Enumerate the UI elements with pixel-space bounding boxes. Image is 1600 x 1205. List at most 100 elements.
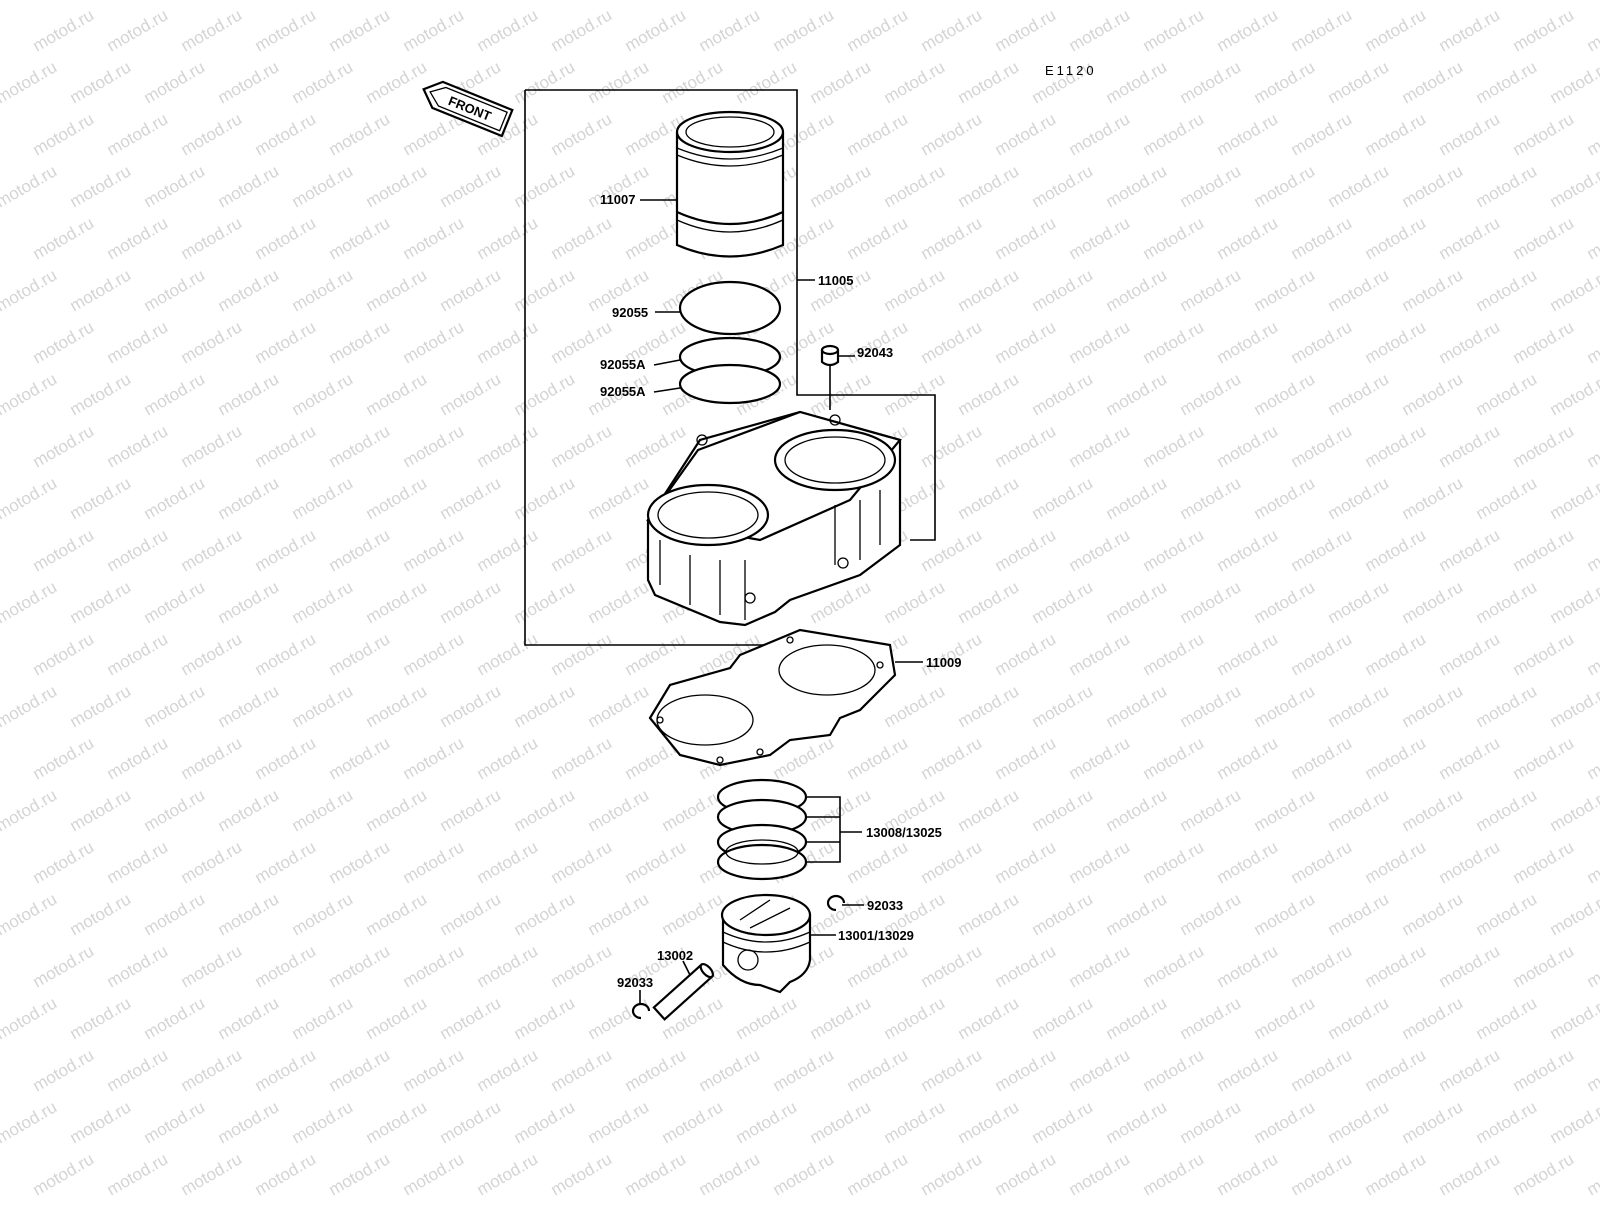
watermark-text: motod.ru <box>30 317 98 367</box>
watermark-text: motod.ru <box>1251 785 1319 835</box>
watermark-text: motod.ru <box>1177 889 1245 939</box>
watermark-text: motod.ru <box>30 1045 98 1095</box>
watermark-text: motod.ru <box>141 57 209 107</box>
watermark-text: motod.ru <box>733 1097 801 1147</box>
watermark-text: motod.ru <box>918 1045 986 1095</box>
watermark-text: motod.ru <box>1510 629 1578 679</box>
label-11005: 11005 <box>818 273 853 288</box>
watermark-text: motod.ru <box>1473 0 1541 3</box>
watermark-text: motod.ru <box>1584 421 1600 471</box>
watermark-text: motod.ru <box>326 317 394 367</box>
watermark-text: motod.ru <box>141 161 209 211</box>
watermark-text: motod.ru <box>1140 5 1208 55</box>
watermark-text: motod.ru <box>1584 1149 1600 1199</box>
watermark-text: motod.ru <box>215 161 283 211</box>
watermark-text: motod.ru <box>1547 577 1600 627</box>
watermark-text: motod.ru <box>881 265 949 315</box>
label-11007: 11007 <box>600 192 635 207</box>
watermark-text: motod.ru <box>511 369 579 419</box>
watermark-text: motod.ru <box>1066 1045 1134 1095</box>
watermark-text: motod.ru <box>326 421 394 471</box>
watermark-text: motod.ru <box>1547 889 1600 939</box>
watermark-text: motod.ru <box>992 733 1060 783</box>
watermark-text: motod.ru <box>1103 265 1171 315</box>
watermark-text: motod.ru <box>0 473 60 523</box>
watermark-text: motod.ru <box>1029 1097 1097 1147</box>
watermark-text: motod.ru <box>1362 1045 1430 1095</box>
watermark-text: motod.ru <box>955 473 1023 523</box>
watermark-text: motod.ru <box>1436 421 1504 471</box>
watermark-text: motod.ru <box>1214 525 1282 575</box>
watermark-text: motod.ru <box>1288 1149 1356 1199</box>
watermark-text: motod.ru <box>1436 1045 1504 1095</box>
piston-13001 <box>722 895 810 992</box>
watermark-text: motod.ru <box>30 733 98 783</box>
watermark-text: motod.ru <box>1066 1149 1134 1199</box>
watermark-text: motod.ru <box>1325 473 1393 523</box>
watermark-text: motod.ru <box>178 629 246 679</box>
watermark-text: motod.ru <box>474 629 542 679</box>
watermark-text: motod.ru <box>733 57 801 107</box>
watermark-text: motod.ru <box>1362 941 1430 991</box>
watermark-text: motod.ru <box>770 1149 838 1199</box>
watermark-text: motod.ru <box>474 733 542 783</box>
watermark-text: motod.ru <box>1177 681 1245 731</box>
watermark-text: motod.ru <box>955 993 1023 1043</box>
watermark-text: motod.ru <box>844 837 912 887</box>
watermark-text: motod.ru <box>1103 993 1171 1043</box>
watermark-text: motod.ru <box>1436 733 1504 783</box>
watermark-text: motod.ru <box>1547 161 1600 211</box>
watermark-text: motod.ru <box>252 733 320 783</box>
watermark-text: motod.ru <box>1251 889 1319 939</box>
watermark-text: motod.ru <box>437 265 505 315</box>
watermark-text: motod.ru <box>0 0 60 3</box>
watermark-text: motod.ru <box>1473 785 1541 835</box>
watermark-text: motod.ru <box>67 577 135 627</box>
watermark-text: motod.ru <box>1214 733 1282 783</box>
watermark-text: motod.ru <box>178 109 246 159</box>
label-13002: 13002 <box>657 948 693 963</box>
watermark-text: motod.ru <box>437 1097 505 1147</box>
watermark-text: motod.ru <box>215 681 283 731</box>
watermark-text: motod.ru <box>1510 421 1578 471</box>
watermark-text: motod.ru <box>1436 525 1504 575</box>
watermark-text: motod.ru <box>1547 0 1600 3</box>
watermark-text: motod.ru <box>326 5 394 55</box>
watermark-text: motod.ru <box>1103 369 1171 419</box>
watermark-text: motod.ru <box>1288 317 1356 367</box>
watermark-text: motod.ru <box>918 109 986 159</box>
watermark-text: motod.ru <box>215 889 283 939</box>
watermark-text: motod.ru <box>1066 733 1134 783</box>
watermark-text: motod.ru <box>844 5 912 55</box>
watermark-text: motod.ru <box>807 993 875 1043</box>
watermark-text: motod.ru <box>1325 993 1393 1043</box>
watermark-text: motod.ru <box>1584 525 1600 575</box>
watermark-text: motod.ru <box>178 733 246 783</box>
watermark-text: motod.ru <box>1140 1149 1208 1199</box>
watermark-text: motod.ru <box>992 837 1060 887</box>
watermark-text: motod.ru <box>511 161 579 211</box>
watermark-text: motod.ru <box>881 577 949 627</box>
watermark-text: motod.ru <box>585 1097 653 1147</box>
watermark-text: motod.ru <box>1436 629 1504 679</box>
watermark-text: motod.ru <box>141 0 209 3</box>
watermark-text: motod.ru <box>141 681 209 731</box>
watermark-text: motod.ru <box>178 1149 246 1199</box>
watermark-text: motod.ru <box>1362 837 1430 887</box>
watermark-text: motod.ru <box>252 5 320 55</box>
watermark-text: motod.ru <box>1066 109 1134 159</box>
watermark-text: motod.ru <box>548 213 616 263</box>
watermark-text: motod.ru <box>474 1149 542 1199</box>
watermark-text: motod.ru <box>1547 369 1600 419</box>
label-13001: 13001/13029 <box>838 928 914 943</box>
watermark-text: motod.ru <box>918 213 986 263</box>
watermark-text: motod.ru <box>1584 5 1600 55</box>
watermark-text: motod.ru <box>1140 317 1208 367</box>
watermark-text: motod.ru <box>1029 265 1097 315</box>
watermark-text: motod.ru <box>1251 57 1319 107</box>
label-11009: 11009 <box>926 655 961 670</box>
watermark-text: motod.ru <box>1510 733 1578 783</box>
watermark-text: motod.ru <box>178 5 246 55</box>
